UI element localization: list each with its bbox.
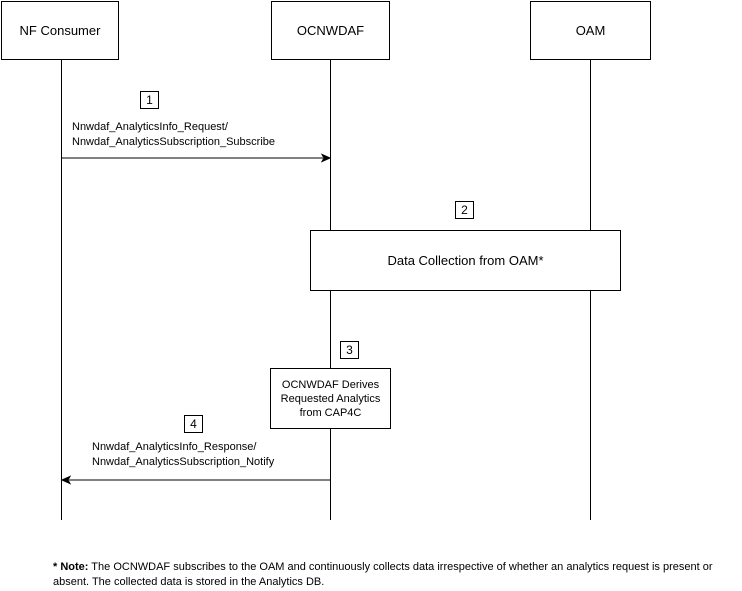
arrow-step-1 <box>62 153 332 163</box>
step-3-derive-analytics-box: OCNWDAF Derives Requested Analytics from… <box>270 368 391 429</box>
footnote-text: The OCNWDAF subscribes to the OAM and co… <box>53 561 713 588</box>
participant-nf-consumer-label: NF Consumer <box>19 23 101 38</box>
step-4-number: 4 <box>184 415 203 433</box>
step-4-number-text: 4 <box>190 417 197 431</box>
step-1-message-label: Nnwdaf_AnalyticsInfo_Request/ Nnwdaf_Ana… <box>72 120 275 150</box>
footnote: * Note: The OCNWDAF subscribes to the OA… <box>53 560 729 590</box>
participant-oam-label: OAM <box>575 23 606 38</box>
step-2-number: 2 <box>455 201 474 219</box>
participant-nf-consumer: NF Consumer <box>1 1 119 60</box>
step-1-number: 1 <box>140 91 159 109</box>
step-3-box-line2: Requested Analytics <box>280 392 381 405</box>
arrow-step-4 <box>60 475 330 485</box>
participant-ocnwdaf-label: OCNWDAF <box>296 23 365 38</box>
step-3-box-line3: from CAP4C <box>299 406 362 419</box>
footnote-prefix: * Note: <box>53 561 89 573</box>
participant-oam: OAM <box>530 1 651 60</box>
step-1-number-text: 1 <box>146 93 153 107</box>
step-3-number-text: 3 <box>346 343 353 357</box>
step-2-box-text: Data Collection from OAM* <box>387 253 544 268</box>
step-1-label-line1: Nnwdaf_AnalyticsInfo_Request/ <box>72 121 228 133</box>
step-2-data-collection-box: Data Collection from OAM* <box>310 230 621 291</box>
step-4-label-line1: Nnwdaf_AnalyticsInfo_Response/ <box>92 441 257 453</box>
participant-ocnwdaf: OCNWDAF <box>271 1 390 60</box>
step-1-label-line2: Nnwdaf_AnalyticsSubscription_Subscribe <box>72 136 275 148</box>
step-2-number-text: 2 <box>461 203 468 217</box>
step-4-message-label: Nnwdaf_AnalyticsInfo_Response/ Nnwdaf_An… <box>92 440 274 470</box>
step-4-label-line2: Nnwdaf_AnalyticsSubscription_Notify <box>92 456 275 468</box>
step-3-number: 3 <box>340 341 359 359</box>
lifeline-nf-consumer <box>61 60 62 520</box>
step-3-box-line1: OCNWDAF Derives <box>281 378 380 391</box>
